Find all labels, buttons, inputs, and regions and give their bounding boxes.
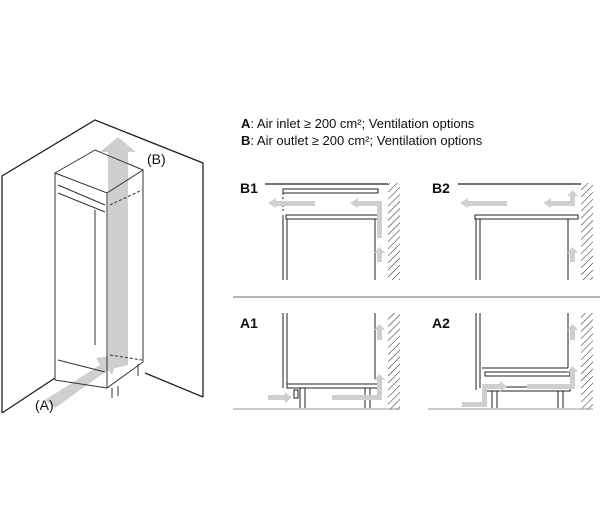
legend-key-a: A	[241, 116, 251, 131]
inlet-label-a: (A)	[35, 397, 54, 413]
panel-a1-drawing	[233, 313, 400, 410]
wall-hatch-b2	[581, 183, 593, 280]
airflow-arrows-b1	[268, 198, 385, 262]
room-corner-illustration	[1, 119, 204, 414]
legend-air-inlet: A: Air inlet ≥ 200 cm²; Ventilation opti…	[241, 116, 474, 131]
panel-b2-drawing	[458, 183, 581, 280]
legend-air-outlet: B: Air outlet ≥ 200 cm²; Ventilation opt…	[241, 133, 482, 148]
panel-label-b2: B2	[432, 180, 450, 196]
airflow-arrows-b2	[460, 190, 578, 262]
panel-label-a2: A2	[432, 315, 450, 331]
panel-a2-drawing	[428, 313, 593, 410]
airflow-arrows-a1	[268, 324, 385, 403]
wall-hatch-a2	[581, 313, 593, 410]
wall-hatch-b1	[388, 183, 400, 280]
airflow-arrow-overview	[45, 137, 136, 408]
panel-b1-drawing	[265, 183, 388, 280]
legend-key-b: B	[241, 133, 251, 148]
wall-hatch-a1	[388, 313, 400, 410]
outlet-label-b: (B)	[147, 151, 166, 167]
legend-text-b: : Air outlet ≥ 200 cm²; Ventilation opti…	[250, 133, 483, 148]
legend-text-a: : Air inlet ≥ 200 cm²; Ventilation optio…	[250, 116, 475, 131]
tall-cabinet-illustration	[53, 149, 145, 398]
panel-label-a1: A1	[240, 315, 258, 331]
airflow-arrows-a2	[462, 324, 578, 407]
panel-label-b1: B1	[240, 180, 258, 196]
